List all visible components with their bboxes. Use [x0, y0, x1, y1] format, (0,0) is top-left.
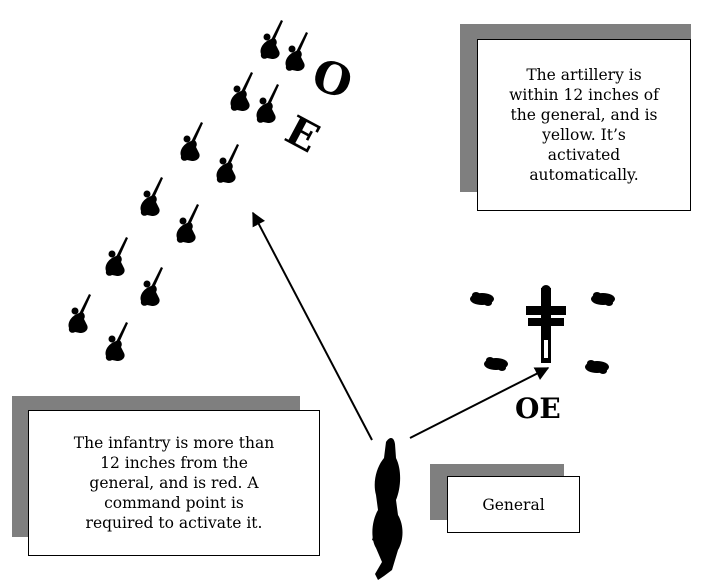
artillery-unit	[470, 285, 615, 374]
artillery-order-marker: OE	[515, 392, 561, 425]
infantry-figure-icon	[68, 294, 91, 333]
general-callout: General	[447, 476, 580, 533]
artillery-callout: The artillery is within 12 inches of the…	[477, 39, 691, 211]
artillery-crew-icon	[585, 360, 609, 374]
general-figure-icon	[372, 438, 403, 580]
infantry-figure-icon	[140, 267, 163, 306]
infantry-callout: The infantry is more than 12 inches from…	[28, 410, 320, 556]
artillery-crew-icon	[470, 292, 494, 306]
infantry-callout-text: The infantry is more than 12 inches from…	[73, 434, 275, 532]
artillery-callout-text: The artillery is within 12 inches of the…	[509, 66, 659, 184]
infantry-figure-icon	[140, 177, 163, 216]
infantry-figure-icon	[180, 122, 203, 161]
arrow-to-infantry	[252, 211, 373, 441]
infantry-figure-icon	[260, 20, 283, 59]
artillery-crew-icon	[484, 357, 508, 371]
infantry-figure-icon	[105, 237, 128, 276]
infantry-figure-icon	[230, 72, 253, 111]
infantry-figure-icon	[176, 204, 199, 243]
artillery-crew-icon	[591, 292, 615, 306]
infantry-figure-icon	[285, 32, 308, 71]
cannon-icon	[526, 285, 566, 363]
infantry-figure-icon	[256, 84, 279, 123]
infantry-figure-icon	[105, 322, 128, 361]
infantry-figure-icon	[216, 144, 239, 183]
infantry-unit	[68, 20, 308, 361]
arrow-to-artillery	[409, 367, 550, 439]
general-callout-text: General	[482, 495, 545, 514]
